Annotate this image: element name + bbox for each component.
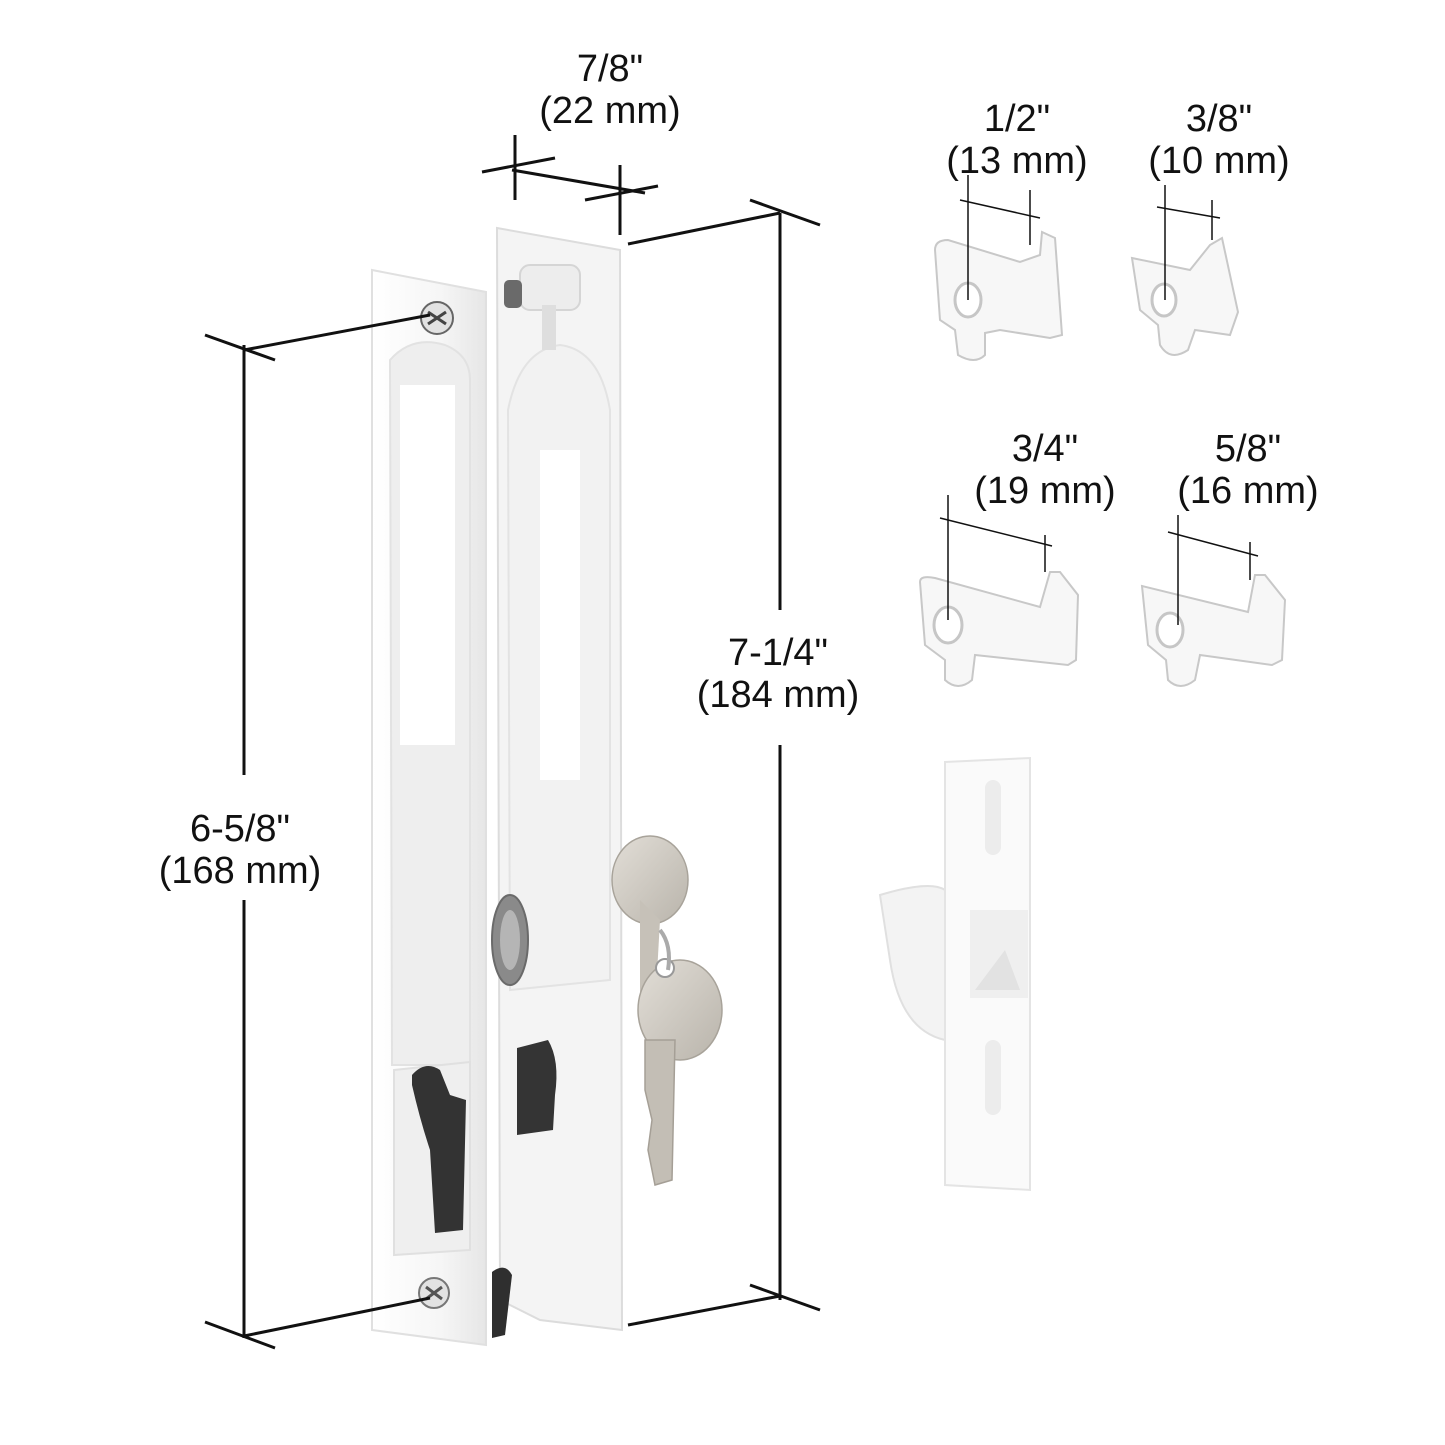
hook-2-metric: (10 mm) — [1148, 140, 1290, 182]
hook-4-metric: (16 mm) — [1177, 470, 1319, 512]
hook-label-2: 3/8" (10 mm) — [1134, 98, 1304, 182]
handle-assembly — [371, 226, 624, 1347]
hole-spacing-metric: (168 mm) — [158, 850, 322, 892]
hook-label-1: 1/2" (13 mm) — [932, 98, 1102, 182]
hook-label-4: 5/8" (16 mm) — [1163, 428, 1333, 512]
keeper-strike — [878, 756, 1031, 1192]
latch-hook-3-8 — [1130, 236, 1240, 356]
overall-height-imperial: 7-1/4" — [727, 632, 829, 674]
hook-1-imperial: 1/2" — [983, 98, 1051, 140]
dimension-label-depth: 7/8" (22 mm) — [520, 48, 700, 132]
dimension-label-overall-height: 7-1/4" (184 mm) — [678, 632, 878, 716]
latch-hook-1-2 — [933, 230, 1064, 361]
latch-hook-3-4 — [918, 571, 1080, 687]
hook-4-imperial: 5/8" — [1214, 428, 1282, 470]
depth-imperial: 7/8" — [576, 48, 644, 90]
dimension-lines — [204, 135, 1259, 1350]
lever-icon — [412, 1066, 466, 1233]
latch-hook-5-8 — [1140, 574, 1287, 687]
hook-2-imperial: 3/8" — [1185, 98, 1253, 140]
hook-label-3: 3/4" (19 mm) — [960, 428, 1130, 512]
hook-3-metric: (19 mm) — [974, 470, 1116, 512]
hook-3-imperial: 3/4" — [1011, 428, 1079, 470]
depth-metric: (22 mm) — [539, 90, 681, 132]
hook-1-metric: (13 mm) — [946, 140, 1088, 182]
dimension-label-hole-spacing: 6-5/8" (168 mm) — [140, 808, 340, 892]
key-pair — [611, 835, 723, 1186]
screw-top-icon — [420, 301, 454, 335]
overall-height-metric: (184 mm) — [696, 674, 860, 716]
screw-bottom-icon — [418, 1277, 450, 1309]
hole-spacing-imperial: 6-5/8" — [189, 808, 291, 850]
